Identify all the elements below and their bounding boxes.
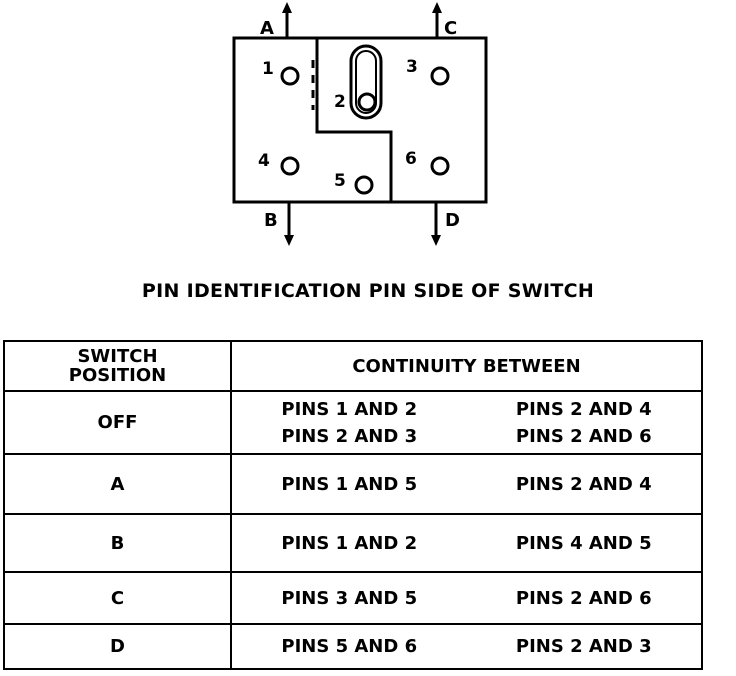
pin-4-label: 4 [258, 151, 270, 171]
pin-5-label: 5 [334, 171, 346, 191]
table-row: B PINS 1 AND 2 PINS 4 AND 5 [3, 513, 703, 573]
header-position-line-2: POSITION [68, 365, 167, 386]
diagram-caption: PIN IDENTIFICATION PIN SIDE OF SWITCH [141, 280, 595, 302]
pin-1-circle [280, 66, 300, 86]
row-c-col1: PINS 3 AND 5 [281, 587, 418, 609]
row-d-col2: PINS 2 AND 3 [515, 636, 652, 657]
terminal-a-label: A [260, 18, 274, 39]
row-d-col1: PINS 5 AND 6 [281, 636, 418, 657]
terminal-b-arrowhead [284, 235, 294, 246]
row-off-position: OFF [3, 390, 232, 455]
pin-2-circle [357, 92, 377, 112]
terminal-c-arrowhead [432, 2, 442, 13]
row-b-position: B [3, 513, 232, 573]
header-continuity-between: CONTINUITY BETWEEN [230, 340, 703, 392]
pin-3-label: 3 [406, 57, 418, 77]
header-switch-position: SWITCH POSITION [3, 340, 232, 392]
row-b-continuity: PINS 1 AND 2 PINS 4 AND 5 [230, 513, 703, 573]
switch-body [232, 36, 488, 204]
terminal-c-label: C [444, 18, 457, 39]
row-off-continuity: PINS 1 AND 2 PINS 2 AND 3 PINS 2 AND 4 P… [230, 390, 703, 455]
pin-3-circle [430, 66, 450, 86]
header-position-line-1: SWITCH [77, 346, 158, 367]
row-c-col2: PINS 2 AND 6 [515, 587, 652, 609]
row-c-continuity: PINS 3 AND 5 PINS 2 AND 6 [230, 571, 703, 625]
table-row: D PINS 5 AND 6 PINS 2 AND 3 [3, 623, 703, 670]
row-a-continuity: PINS 1 AND 5 PINS 2 AND 4 [230, 453, 703, 515]
row-d-continuity: PINS 5 AND 6 PINS 2 AND 3 [230, 623, 703, 670]
continuity-table: SWITCH POSITION CONTINUITY BETWEEN OFF P… [3, 340, 703, 670]
table-header-row: SWITCH POSITION CONTINUITY BETWEEN [3, 340, 703, 392]
row-off-col2-line2: PINS 2 AND 6 [515, 425, 652, 447]
row-off-col2-line1: PINS 2 AND 4 [515, 398, 652, 420]
terminal-d-arrowhead [431, 235, 441, 246]
row-a-position: A [3, 453, 232, 515]
terminal-b-label: B [264, 210, 278, 231]
pin-6-label: 6 [405, 149, 417, 169]
terminal-a-arrowhead [282, 2, 292, 13]
terminal-d-label: D [445, 210, 460, 231]
table-row: A PINS 1 AND 5 PINS 2 AND 4 [3, 453, 703, 515]
row-a-col1: PINS 1 AND 5 [281, 473, 418, 495]
table-row: OFF PINS 1 AND 2 PINS 2 AND 3 PINS 2 AND… [3, 390, 703, 455]
slider-slot-inner [355, 50, 377, 114]
row-c-position: C [3, 571, 232, 625]
row-b-col1: PINS 1 AND 2 [281, 532, 418, 554]
row-d-position: D [3, 623, 232, 670]
row-off-col1-line1: PINS 1 AND 2 [281, 398, 418, 420]
table-row: C PINS 3 AND 5 PINS 2 AND 6 [3, 571, 703, 625]
slider-slot [349, 44, 383, 120]
pin-4-circle [280, 156, 300, 176]
row-b-col2: PINS 4 AND 5 [515, 532, 652, 554]
pin-1-label: 1 [262, 59, 274, 79]
switch-pin-diagram: 1 2 3 4 5 6 A B C D [232, 2, 488, 246]
pin-6-circle [430, 156, 450, 176]
row-a-col2: PINS 2 AND 4 [515, 473, 652, 495]
pin-2-label: 2 [334, 92, 346, 112]
pin-5-circle [354, 175, 374, 195]
row-off-col1-line2: PINS 2 AND 3 [281, 425, 418, 447]
